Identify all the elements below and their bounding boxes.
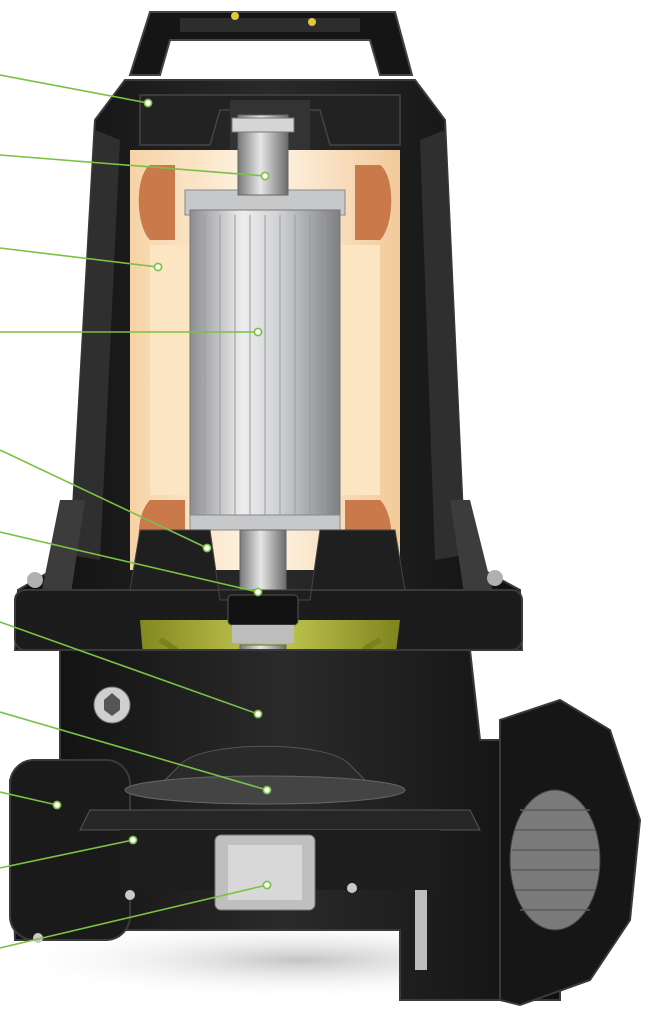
leader-line-impeller: [0, 711, 268, 791]
leader-dot-suction-cover: [128, 835, 138, 845]
leader-dot-mechanical-seal-upper: [253, 587, 263, 597]
leader-line-shaft-top: [0, 154, 266, 177]
leader-dot-handle-casing: [143, 98, 153, 108]
leader-dot-rotor: [253, 327, 263, 337]
leader-line-mechanical-seal-lower: [0, 621, 259, 715]
shaft: [231, 114, 295, 601]
bearing-bracket: [129, 529, 406, 601]
foot-bolts: [33, 883, 357, 943]
leader-dot-stator-winding: [153, 262, 163, 272]
leader-dot-volute-casing: [52, 800, 62, 810]
leader-dot-shaft-nut: [262, 880, 272, 890]
discharge-flange: [415, 698, 642, 1007]
leader-line-stator-winding: [0, 247, 159, 268]
leader-dot-shaft-top: [260, 171, 270, 181]
leader-line-handle-casing: [0, 74, 149, 104]
callout-leaders: [0, 74, 272, 949]
leader-line-lower-bearing: [0, 449, 208, 549]
leader-dot-impeller: [262, 785, 272, 795]
leader-dot-mechanical-seal-lower: [253, 709, 263, 719]
rotor-assembly: [184, 189, 346, 531]
carry-handle: [128, 11, 414, 76]
leader-line-suction-cover: [0, 839, 134, 869]
leader-dot-lower-bearing: [202, 543, 212, 553]
leader-line-volute-casing: [0, 791, 58, 806]
leader-line-mechanical-seal-upper: [0, 531, 259, 593]
shaft-nut-part: [214, 834, 316, 911]
leader-line-shaft-nut: [0, 884, 268, 949]
